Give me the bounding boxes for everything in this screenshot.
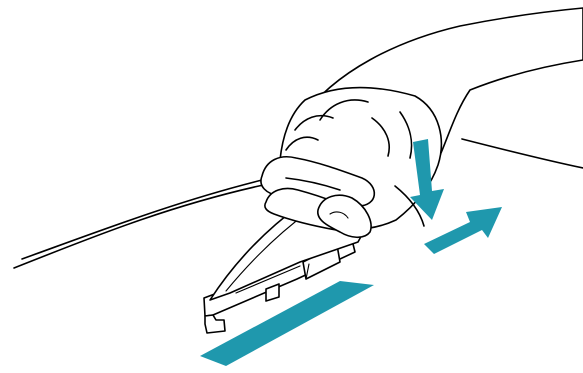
arrow-up-right-icon: [424, 207, 502, 254]
